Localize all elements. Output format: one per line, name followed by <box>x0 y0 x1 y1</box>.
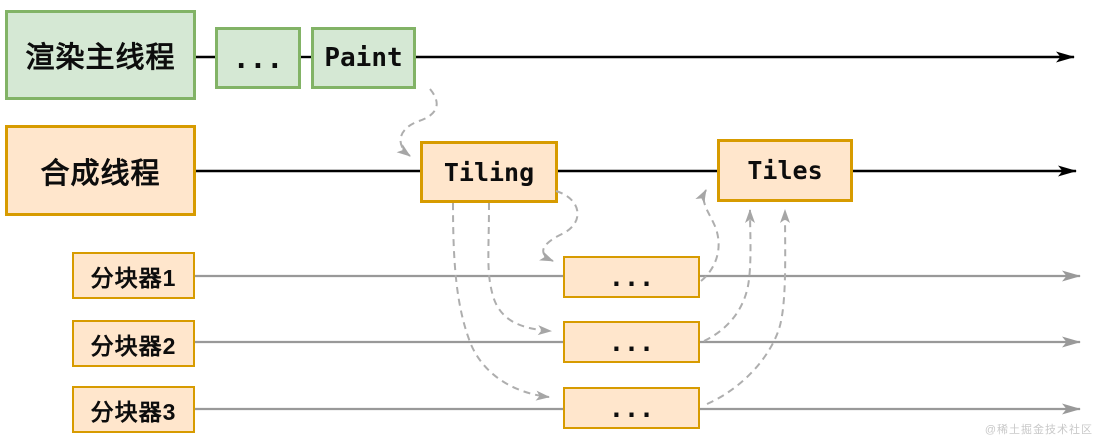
task-box-ellipsis-tiler-1: ... <box>563 256 700 298</box>
task-box-ellipsis-tiler-2: ... <box>563 321 700 363</box>
watermark-text: @稀土掘金技术社区 <box>984 424 1093 436</box>
task-box-tiles: Tiles <box>717 139 853 202</box>
task-box-tiling: Tiling <box>420 141 558 203</box>
lane-label-tiler-3: 分块器3 <box>72 386 195 433</box>
lane-label-tiler-2: 分块器2 <box>72 320 195 367</box>
task-box-ellipsis-main-thread: ... <box>215 27 301 89</box>
lane-label-render-main-thread: 渲染主线程 <box>5 10 196 100</box>
lane-label-tiler-1: 分块器1 <box>72 252 195 299</box>
lane-label-compositor-thread: 合成线程 <box>5 125 196 216</box>
task-box-paint: Paint <box>311 27 416 89</box>
task-box-ellipsis-tiler-3: ... <box>563 387 700 429</box>
